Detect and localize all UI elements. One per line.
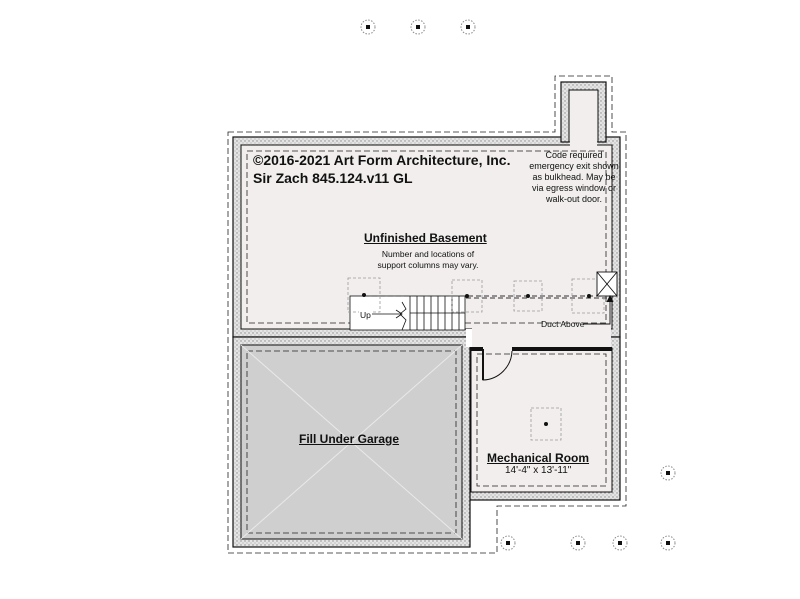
survey-marker <box>360 19 376 35</box>
copyright-line: ©2016-2021 Art Form Architecture, Inc. <box>253 152 511 168</box>
stairs-up-label: Up <box>359 310 372 320</box>
column-post <box>544 422 548 426</box>
survey-marker <box>460 19 476 35</box>
garage-title: Fill Under Garage <box>299 432 400 446</box>
code-note-line: as bulkhead. May be <box>532 172 616 182</box>
plan-id-line: Sir Zach 845.124.v11 GL <box>253 170 413 186</box>
column-post <box>362 293 366 297</box>
column-post <box>526 294 530 298</box>
mechanical-room-title: Mechanical Room <box>487 451 590 465</box>
columns-note: Number and locations of support columns … <box>368 249 488 271</box>
column-post <box>465 294 469 298</box>
basement-title: Unfinished Basement <box>364 231 487 245</box>
egress-code-note: Code required emergency exit shown as bu… <box>515 150 633 205</box>
survey-marker <box>500 535 516 551</box>
column-footing <box>571 278 605 314</box>
code-note-line: Code required <box>545 150 603 160</box>
columns-note-line: Number and locations of <box>381 249 475 259</box>
survey-markers-top <box>360 19 476 35</box>
code-note-line: emergency exit shown <box>529 161 619 171</box>
stair-opening <box>466 329 472 347</box>
survey-marker <box>570 535 586 551</box>
columns-note-line: support columns may vary. <box>377 260 479 270</box>
column-footing <box>530 407 562 441</box>
survey-marker <box>612 535 628 551</box>
column-posts <box>362 293 591 426</box>
duct-symbol <box>584 271 618 325</box>
survey-marker <box>660 465 676 481</box>
code-note-line: via egress window or <box>531 183 617 193</box>
mechanical-partition <box>470 347 612 381</box>
survey-markers-bottom <box>500 465 676 551</box>
support-beam <box>364 295 610 299</box>
copyright-block: ©2016-2021 Art Form Architecture, Inc. S… <box>253 151 510 187</box>
mechanical-floor <box>471 348 612 492</box>
duct-label: Duct Above <box>541 319 585 329</box>
survey-marker <box>410 19 426 35</box>
garage-fill-diagonals <box>240 344 463 540</box>
code-note-line: walk-out door. <box>545 194 603 204</box>
footing-outlines <box>227 75 627 554</box>
column-footing <box>451 279 483 313</box>
column-footing <box>513 280 543 312</box>
column-post <box>587 294 591 298</box>
mechanical-room-dimensions: 14'-4" x 13'-11" <box>505 465 572 476</box>
survey-marker <box>660 535 676 551</box>
